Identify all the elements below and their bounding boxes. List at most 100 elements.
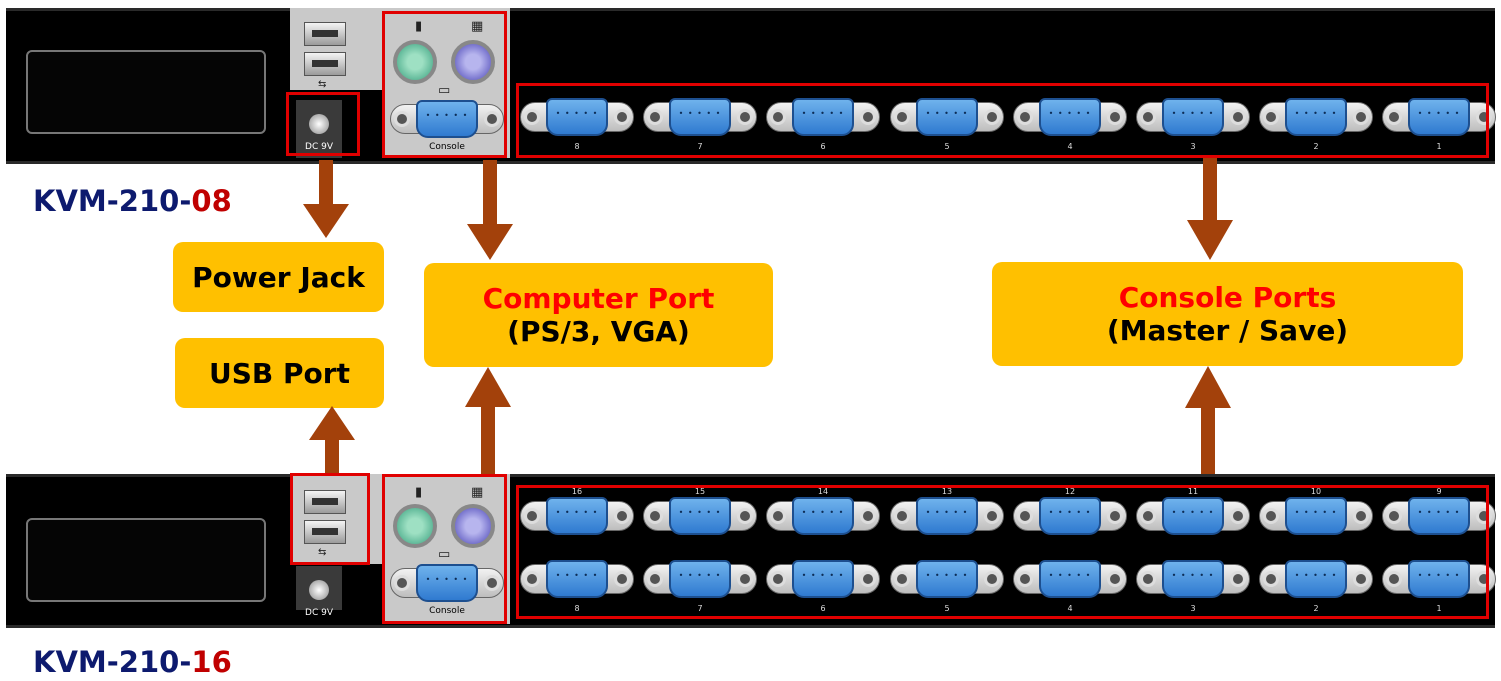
top-computer-vga-port [1382,98,1496,136]
bottom-lower-computer-vga-port [1013,560,1127,598]
top-blank-cover [26,50,266,134]
bottom-lower-computer-vga-port [1136,560,1250,598]
bottom-upper-computer-vga-port [1136,497,1250,535]
console-ports-subtitle: (Master / Save) [1106,314,1349,347]
bottom-keyboard-icon: ▦ [471,485,484,500]
console-ports-label: Console Ports (Master / Save) [992,262,1463,366]
top-usb-port-1 [304,22,346,46]
bottom-upper-computer-vga-port [1382,497,1496,535]
bottom-lower-computer-port-number: 1 [1436,604,1442,613]
bottom-upper-computer-vga-port [890,497,1004,535]
top-usb-port-2 [304,52,346,76]
top-computer-port-number: 8 [574,142,580,151]
bottom-usb-port-highlight [290,473,370,565]
top-dc-label: DC 9V [305,142,333,152]
top-usb-block [290,8,384,90]
bottom-lower-computer-port-number: 7 [697,604,703,613]
top-console-vga-port [390,100,504,138]
top-computer-vga-port [1136,98,1250,136]
usb-port-arrow-up [309,406,355,474]
bottom-upper-computer-vga-port [1259,497,1373,535]
bottom-upper-computer-vga-port [1013,497,1127,535]
bottom-ps2-keyboard-port [451,504,495,548]
bottom-upper-computer-vga-port [520,497,634,535]
top-computer-port-number: 5 [944,142,950,151]
top-computer-vga-port [766,98,880,136]
bottom-upper-computer-port-number: 12 [1064,487,1076,496]
bottom-dc-label: DC 9V [305,608,333,618]
top-computer-port-highlight [382,11,507,158]
bottom-usb-port-2 [304,520,346,544]
top-computer-port-number: 2 [1313,142,1319,151]
bottom-lower-computer-port-number: 6 [820,604,826,613]
bottom-lower-computer-port-number: 2 [1313,604,1319,613]
bottom-upper-computer-vga-port [643,497,757,535]
top-computer-port-number: 1 [1436,142,1442,151]
usb-port-label: USB Port [175,338,384,408]
bottom-mouse-icon: ▮ [415,485,423,500]
usb-port-text: USB Port [209,356,350,390]
bottom-upper-computer-port-number: 11 [1187,487,1199,496]
top-computer-vga-port [520,98,634,136]
top-ps2-keyboard-port [451,40,495,84]
power-jack-label: Power Jack [173,242,384,312]
bottom-lower-computer-vga-port [520,560,634,598]
power-jack-arrow [303,160,349,238]
power-jack-text: Power Jack [192,260,365,294]
bottom-upper-computer-port-number: 15 [694,487,706,496]
top-computer-vga-port [890,98,1004,136]
bottom-upper-computer-port-number: 14 [817,487,829,496]
bottom-lower-computer-vga-port [890,560,1004,598]
bottom-usb-port-1 [304,490,346,514]
bottom-upper-computer-port-number: 9 [1436,487,1442,496]
bottom-lower-computer-vga-port [643,560,757,598]
top-ps2-mouse-port [393,40,437,84]
top-mouse-icon: ▮ [415,19,423,34]
bottom-upper-computer-port-number: 16 [571,487,583,496]
console-ports-arrow-down [1187,158,1233,260]
top-computer-vga-port [1259,98,1373,136]
top-keyboard-icon: ▦ [471,19,484,34]
top-computer-port-number: 4 [1067,142,1073,151]
bottom-lower-computer-vga-port [766,560,880,598]
top-model-name: KVM-210-08 [33,184,232,218]
top-power-jack-highlight [286,92,360,156]
bottom-upper-computer-vga-port [766,497,880,535]
bottom-monitor-icon: ▭ [438,547,451,562]
bottom-upper-computer-port-number: 10 [1310,487,1322,496]
computer-port-subtitle: (PS/3, VGA) [507,315,690,348]
computer-port-arrow-down [467,160,513,260]
bottom-ps2-mouse-port [393,504,437,548]
top-usb-symbol-icon: ⇆ [318,79,327,90]
top-model-prefix: KVM-210- [33,184,192,218]
bottom-lower-computer-port-number: 5 [944,604,950,613]
console-ports-title: Console Ports [1118,281,1337,314]
top-console-ports-highlight [516,83,1489,158]
bottom-lower-computer-port-number: 3 [1190,604,1196,613]
bottom-console-vga-port [390,564,504,602]
bottom-lower-computer-port-number: 4 [1067,604,1073,613]
top-dc-jack [296,100,342,158]
top-computer-port-number: 6 [820,142,826,151]
bottom-console-ports-highlight [516,485,1489,619]
top-computer-port-number: 7 [697,142,703,151]
top-console-label: Console [429,142,465,152]
computer-port-title: Computer Port [482,282,715,315]
top-model-suffix: 08 [191,184,232,218]
bottom-lower-computer-port-number: 8 [574,604,580,613]
top-computer-vga-port [1013,98,1127,136]
top-monitor-icon: ▭ [438,83,451,98]
bottom-lower-computer-vga-port [1259,560,1373,598]
top-computer-port-number: 3 [1190,142,1196,151]
bottom-model-name: KVM-210-16 [33,645,232,679]
console-ports-arrow-up [1185,366,1231,474]
computer-port-arrow-up [465,367,511,474]
bottom-dc-jack [296,566,342,610]
bottom-usb-symbol-icon: ⇆ [318,547,327,558]
top-computer-vga-port [643,98,757,136]
computer-port-label: Computer Port (PS/3, VGA) [424,263,773,367]
bottom-upper-computer-port-number: 13 [941,487,953,496]
bottom-model-prefix: KVM-210- [33,645,192,679]
bottom-model-suffix: 16 [191,645,232,679]
bottom-blank-cover [26,518,266,602]
